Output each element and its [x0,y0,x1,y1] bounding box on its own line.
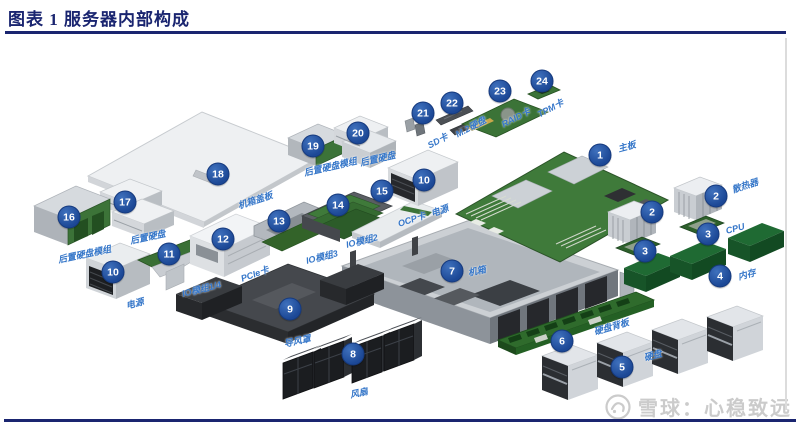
server-exploded-diagram [33,84,784,400]
ocp-card-illustration [350,200,444,248]
figure-title: 图表 1 服务器内部构成 [8,10,190,29]
fan-illustration [282,317,422,400]
raid-card-illustration [460,98,550,138]
bottom-divider [4,419,796,422]
tpm-card-illustration [527,84,561,100]
rear-drive-module-illustration [33,185,111,246]
title-divider [5,31,786,34]
psu-right-illustration [387,149,459,206]
right-edge-line [785,38,787,410]
memory-illustration [624,223,784,292]
air-duct-illustration [176,263,384,344]
xueqiu-logo-icon [605,393,631,420]
rear-drive-top-illustration [333,115,397,168]
pcie-card-illustration [188,213,272,277]
watermark: 雪球：心稳致远 [604,392,792,421]
drive-backplane-illustration [496,291,656,355]
drive-illustration [541,305,764,400]
watermark-text: 雪球：心稳致远 [638,398,792,420]
sd-card-illustration [404,117,426,137]
psu-left-illustration [85,242,151,299]
